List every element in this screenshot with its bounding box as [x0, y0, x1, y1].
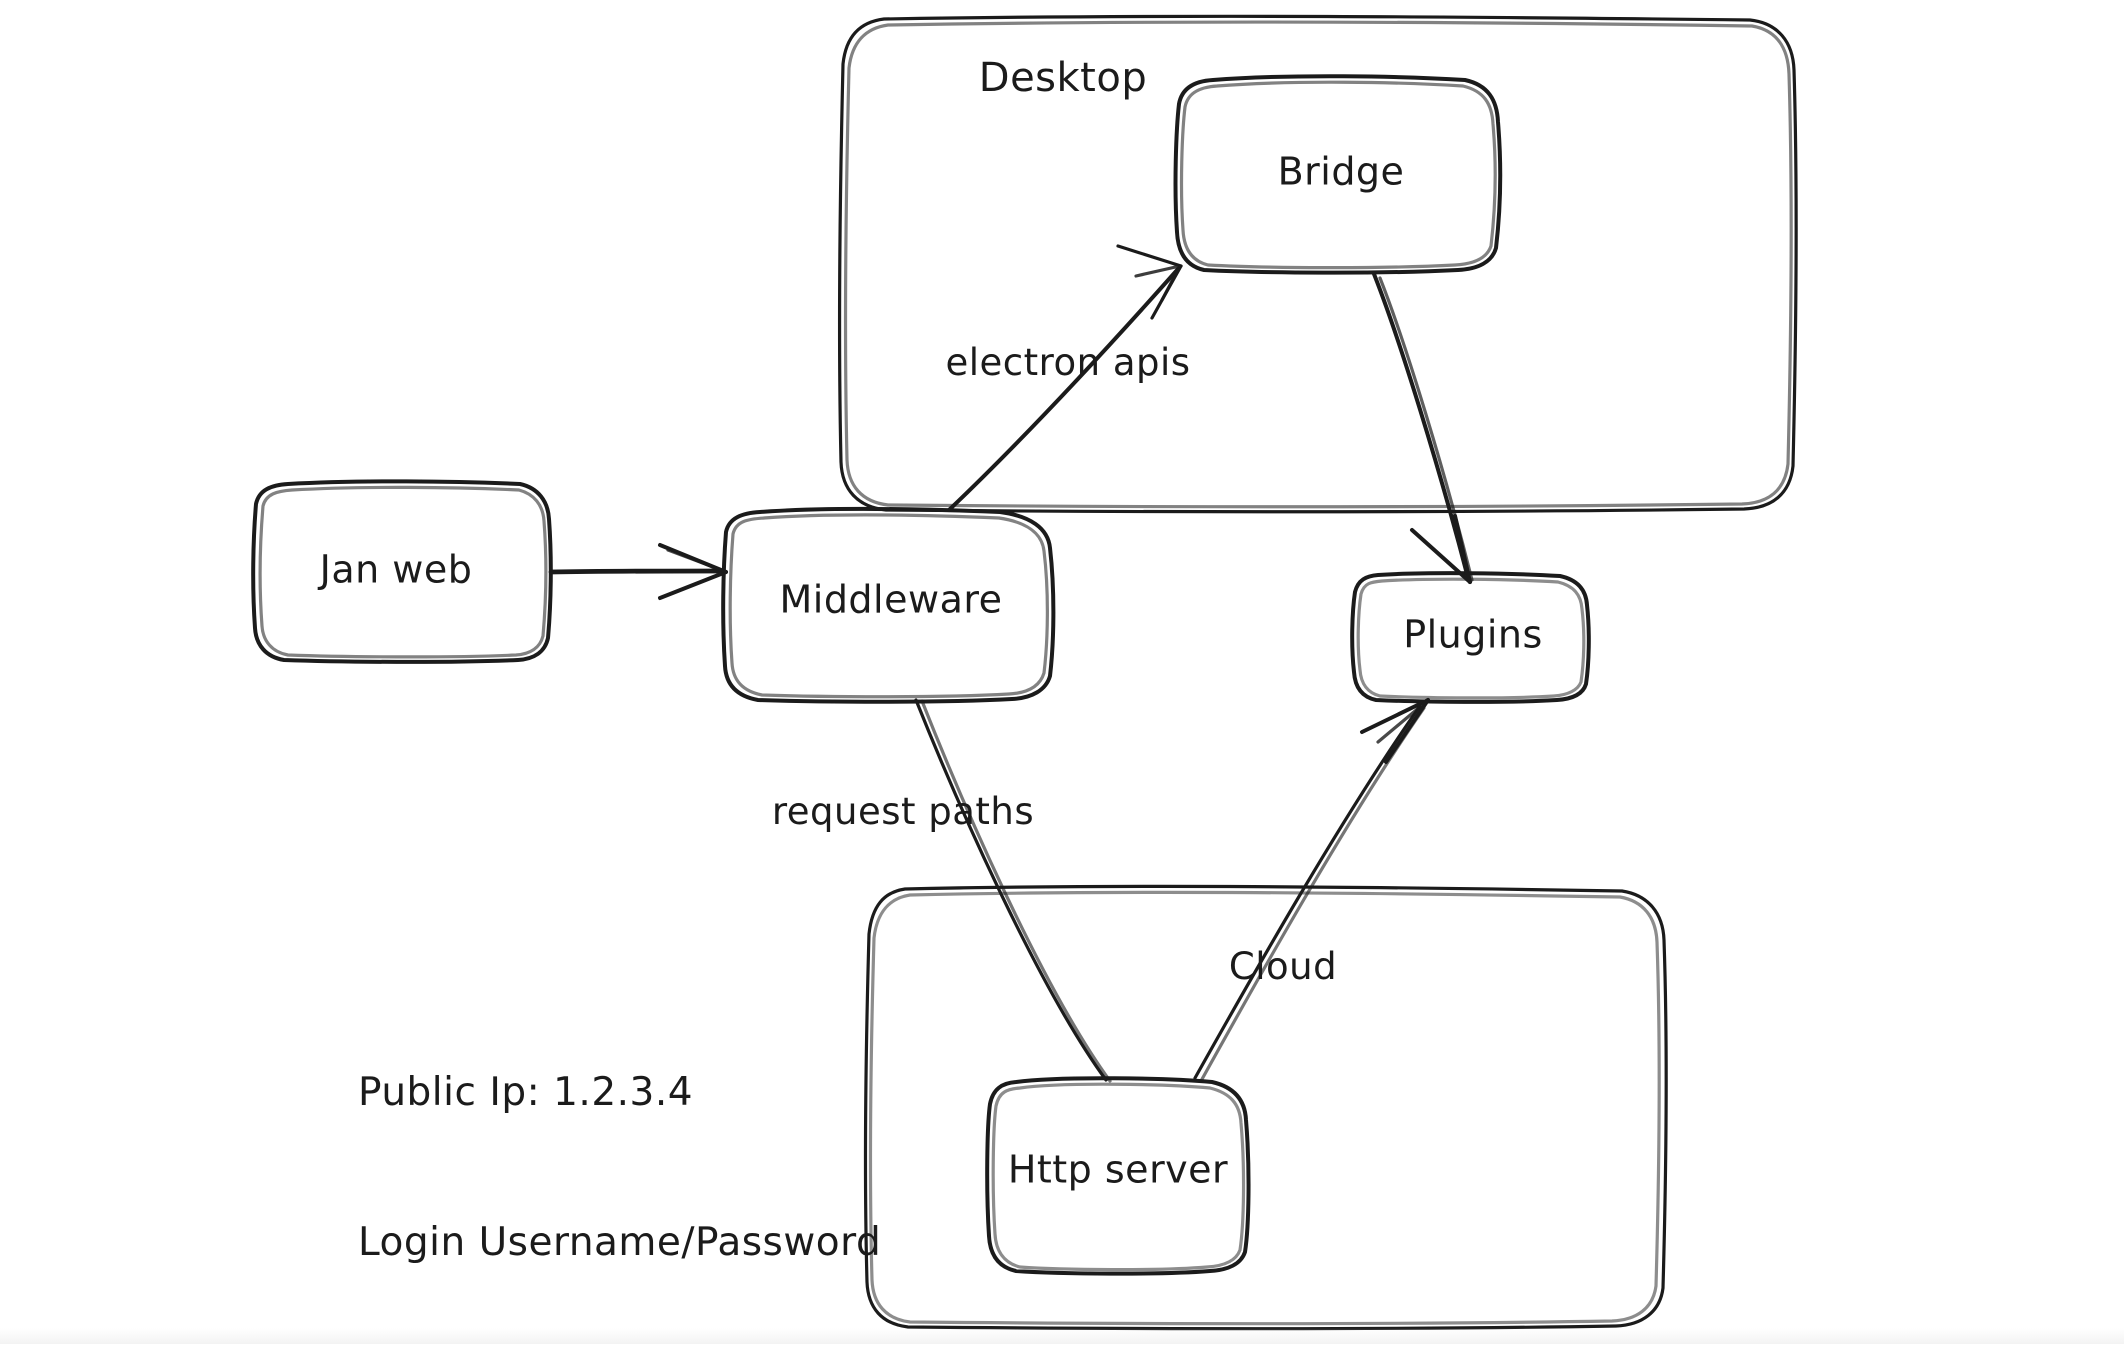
edge-http-server-to-plugins — [1193, 698, 1430, 1083]
edge-middleware-to-bridge — [947, 244, 1183, 512]
note-line-public-ip: Public Ip: 1.2.3.4 — [358, 1069, 694, 1115]
node-http-server-outline — [985, 1076, 1251, 1276]
edge-bridge-to-plugins — [1372, 272, 1474, 584]
node-jan-web-outline — [251, 479, 553, 664]
node-bridge-outline — [1173, 74, 1503, 275]
edge-middleware-to-http-server — [914, 698, 1112, 1083]
canvas-bottom-edge — [0, 1328, 2124, 1344]
note-line-login: Login Username/Password — [358, 1219, 882, 1265]
group-label-desktop: Desktop — [978, 55, 1148, 101]
node-label-middleware[interactable]: Middleware — [779, 577, 1003, 622]
node-label-jan-web[interactable]: Jan web — [319, 547, 473, 592]
node-plugins-outline — [1350, 571, 1591, 704]
group-desktop-outline — [837, 14, 1798, 514]
group-cloud-outline — [863, 884, 1668, 1331]
node-label-plugins[interactable]: Plugins — [1403, 612, 1543, 657]
edge-label-electron-apis: electron apis — [945, 341, 1191, 385]
note-connection-info: Public Ip: 1.2.3.4 Login Username/Passwo… — [358, 968, 881, 1367]
node-middleware-outline — [721, 506, 1056, 704]
edge-label-cloud: Cloud — [1228, 945, 1338, 989]
edge-jan-web-to-middleware — [548, 543, 728, 600]
node-label-http-server[interactable]: Http server — [1007, 1147, 1229, 1192]
node-label-bridge[interactable]: Bridge — [1277, 149, 1405, 194]
edge-label-request-paths: request paths — [771, 790, 1035, 834]
